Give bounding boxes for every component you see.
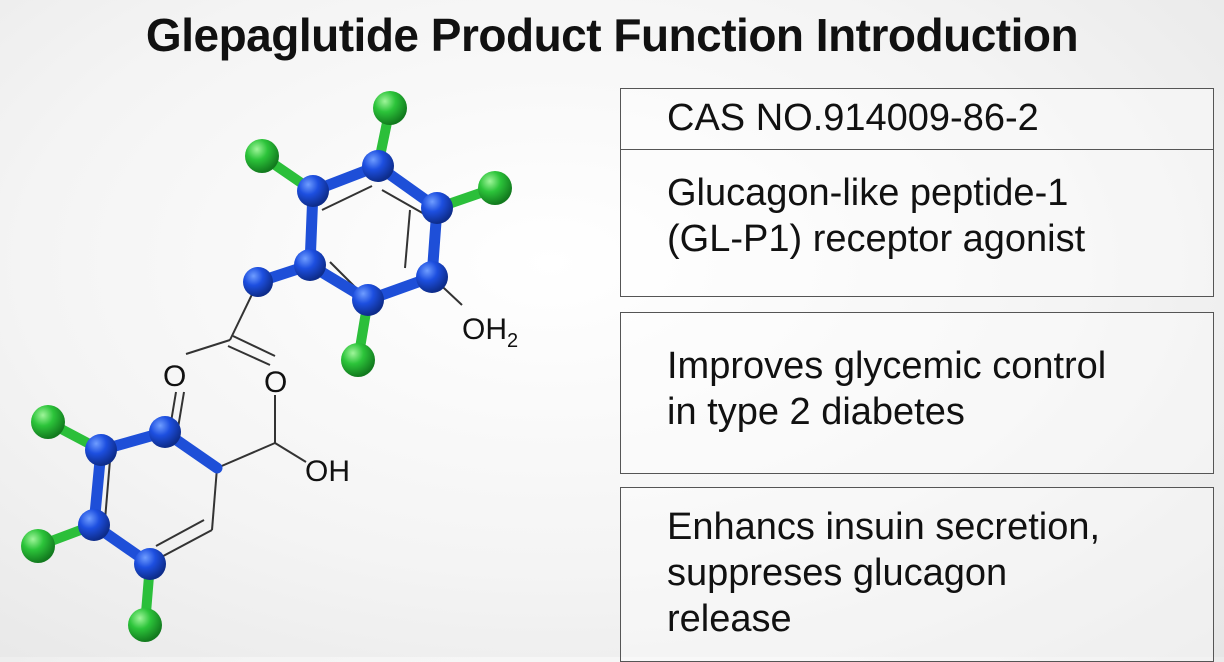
page-title: Glepaglutide Product Function Introducti… bbox=[145, 9, 1079, 61]
carbon-atom bbox=[78, 509, 110, 541]
thin-bonds bbox=[104, 185, 463, 563]
halogen-atom bbox=[21, 529, 55, 563]
oh2-label-subscript: 2 bbox=[507, 330, 518, 352]
oxygen-label-right: O bbox=[264, 366, 287, 399]
carbon-atoms bbox=[78, 150, 453, 580]
carbon-atom bbox=[362, 150, 394, 182]
halogen-atom bbox=[31, 405, 65, 439]
carbon-bonds bbox=[88, 160, 443, 570]
cas-number-box: CAS NO.914009-86-2 bbox=[620, 88, 1214, 150]
function-box-receptor-agonist: Glucagon-like peptide-1 (GL-P1) receptor… bbox=[620, 149, 1214, 297]
halogen-atoms bbox=[21, 91, 512, 642]
function-text-line: suppreses glucagon bbox=[667, 552, 1008, 594]
halogen-atom bbox=[478, 171, 512, 205]
oh2-label: OH2 bbox=[462, 313, 518, 352]
function-text-line: release bbox=[667, 598, 792, 640]
molecule-structure-diagram: O O OH OH2 bbox=[21, 91, 518, 642]
halogen-atom bbox=[245, 139, 279, 173]
oh2-label-base: OH bbox=[462, 313, 507, 346]
carbon-atom bbox=[134, 548, 166, 580]
carbon-atom bbox=[421, 192, 453, 224]
carbon-atom bbox=[149, 416, 181, 448]
function-text-line: Enhancs insuin secretion, bbox=[667, 506, 1101, 548]
carbon-atom bbox=[352, 284, 384, 316]
halogen-atom bbox=[341, 343, 375, 377]
carbon-atom bbox=[297, 175, 329, 207]
function-box-glycemic-control: Improves glycemic control in type 2 diab… bbox=[620, 312, 1214, 474]
carbon-atom bbox=[416, 261, 448, 293]
function-text-line: Improves glycemic control bbox=[667, 345, 1107, 387]
oxygen-label-left: O bbox=[163, 360, 186, 393]
function-box-insulin-secretion: Enhancs insuin secretion, suppreses gluc… bbox=[620, 487, 1214, 662]
hydroxyl-label: OH bbox=[305, 455, 350, 488]
function-text-line: (GL-P1) receptor agonist bbox=[667, 218, 1086, 260]
carbon-atom bbox=[294, 249, 326, 281]
carbon-atom bbox=[243, 267, 273, 297]
halogen-atom bbox=[128, 608, 162, 642]
carbon-atom bbox=[85, 434, 117, 466]
function-text-line: Glucagon-like peptide-1 bbox=[667, 172, 1069, 214]
halogen-atom bbox=[373, 91, 407, 125]
cas-number-text: CAS NO.914009-86-2 bbox=[667, 97, 1039, 139]
function-text-line: in type 2 diabetes bbox=[667, 391, 965, 433]
